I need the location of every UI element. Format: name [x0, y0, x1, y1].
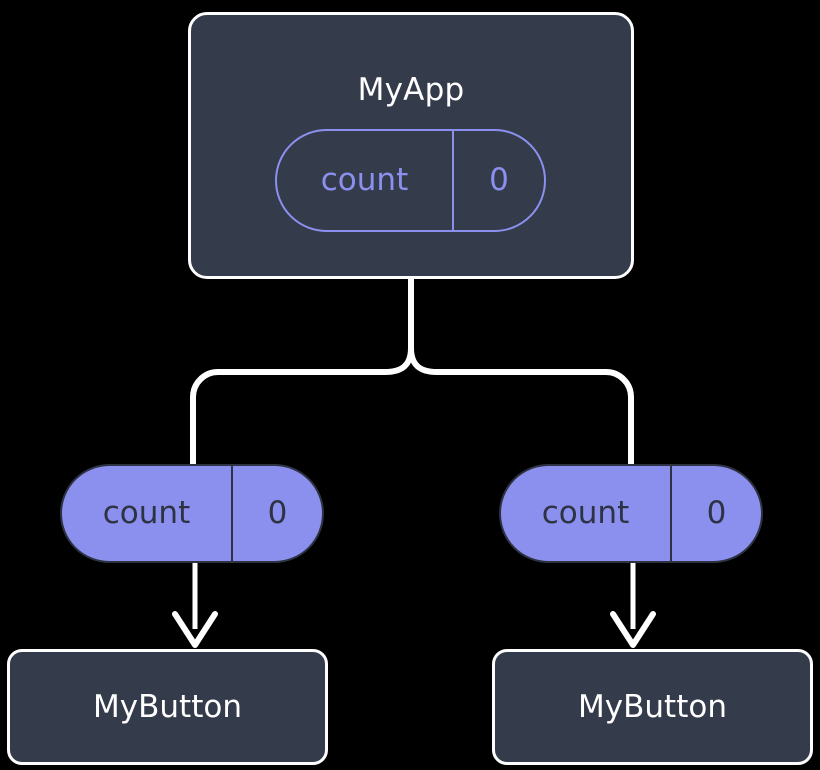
- state-chip-myapp-value: 0: [489, 162, 509, 198]
- arrow-right-head-icon: [610, 611, 656, 648]
- arrow-left-head-icon: [172, 611, 218, 648]
- props-chip-right-value: 0: [706, 495, 727, 531]
- state-chip-myapp[interactable]: count 0: [275, 129, 546, 232]
- props-chip-left-value: 0: [267, 495, 288, 531]
- node-mybutton-left[interactable]: MyButton: [7, 649, 328, 765]
- props-chip-right-key: count: [501, 466, 672, 561]
- props-chip-left[interactable]: count 0: [60, 464, 324, 563]
- node-myapp-title: MyApp: [357, 72, 465, 108]
- node-mybutton-right[interactable]: MyButton: [492, 649, 813, 765]
- node-mybutton-left-label: MyButton: [93, 688, 242, 725]
- connector-fork: [408, 345, 634, 467]
- node-mybutton-right-label: MyButton: [578, 688, 727, 725]
- props-chip-right[interactable]: count 0: [499, 464, 763, 563]
- props-chip-left-key: count: [62, 466, 233, 561]
- connector-fork-left: [190, 345, 414, 467]
- state-chip-myapp-key: count: [277, 131, 454, 230]
